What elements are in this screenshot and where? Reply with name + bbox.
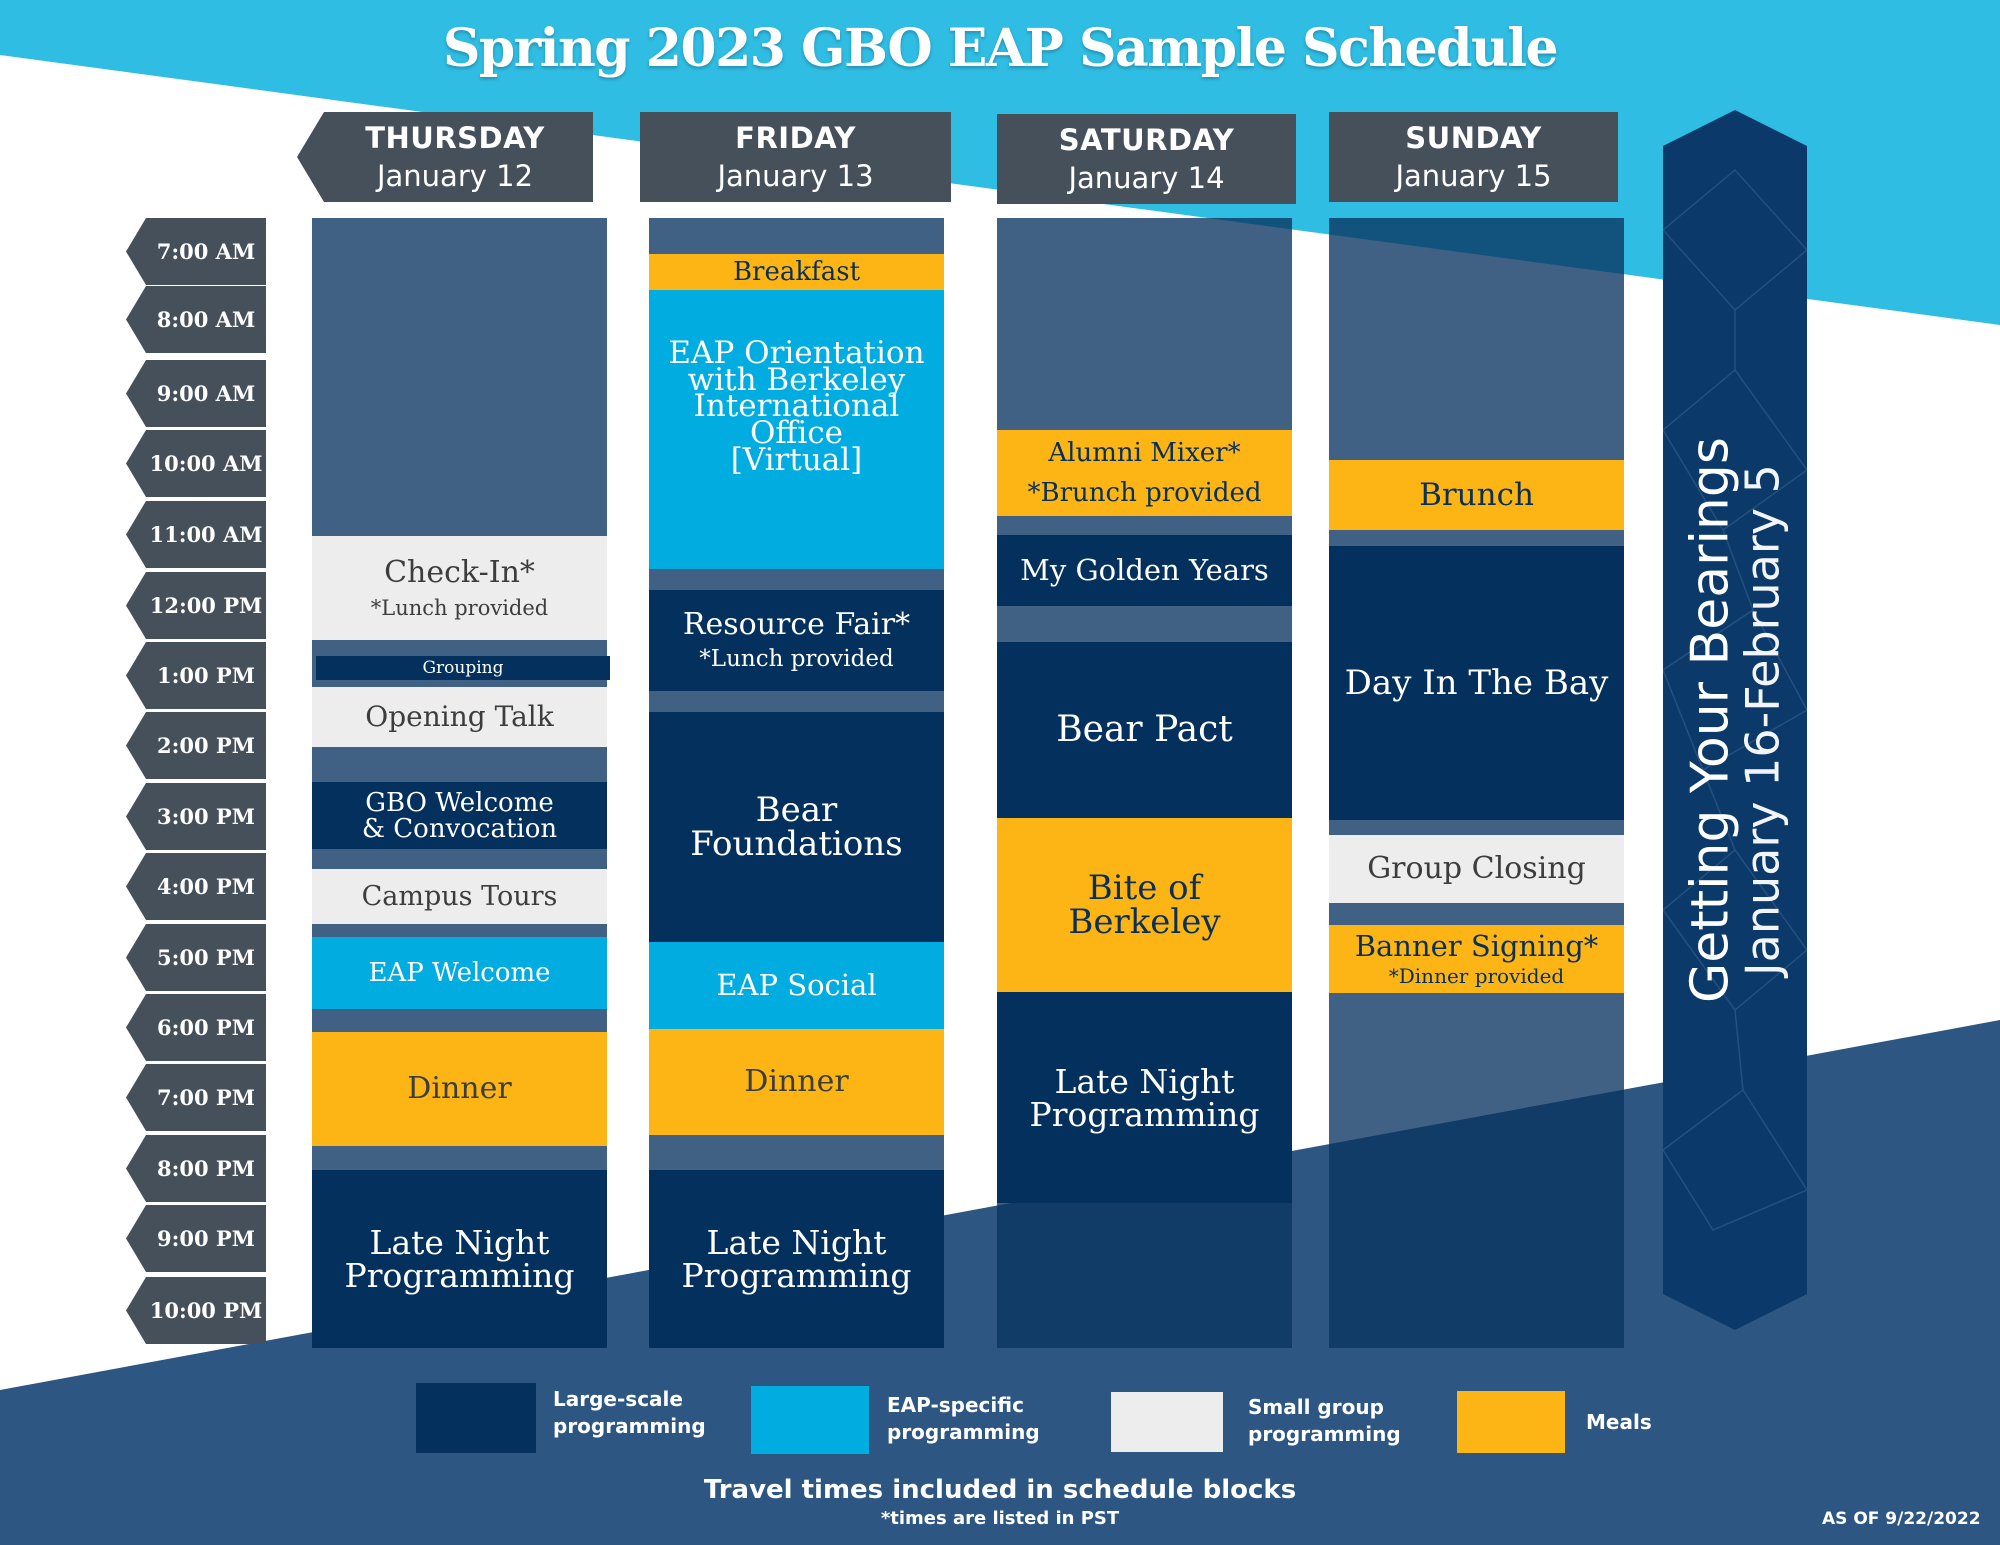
event-title: EAP Welcome — [368, 958, 551, 988]
event-note: *Brunch provided — [1027, 478, 1262, 508]
time-label: 11:00 AM — [126, 501, 266, 568]
event-bite-of-berkeley: Bite of Berkeley — [997, 818, 1292, 992]
day-name: SATURDAY — [1058, 123, 1235, 157]
event-title: Bite of Berkeley — [1068, 868, 1221, 942]
event-title: Day In The Bay — [1344, 663, 1609, 703]
event-bear-foundations: Bear Foundations — [649, 712, 944, 942]
event-brunch: Brunch — [1329, 460, 1624, 530]
event-title: EAP Social — [716, 968, 877, 1002]
day-header-sunday: SUNDAY January 15 — [1329, 112, 1618, 202]
event-title: My Golden Years — [1020, 553, 1269, 587]
event-day-in-the-bay: Day In The Bay — [1329, 546, 1624, 820]
time-label: 9:00 AM — [126, 360, 266, 427]
event-late-night-programming: Late Night Programming — [997, 992, 1292, 1203]
event-note: *Lunch provided — [699, 646, 894, 672]
event-dinner: Dinner — [312, 1032, 607, 1146]
event-title: Campus Tours — [361, 881, 558, 912]
event-title: Banner Signing* — [1354, 929, 1599, 963]
day-name: SUNDAY — [1405, 121, 1542, 155]
day-header-thursday: THURSDAY January 12 — [297, 112, 593, 202]
day-date: January 14 — [1068, 161, 1225, 195]
event-gbo-welcome: GBO Welcome & Convocation — [312, 782, 607, 849]
event-title: GBO Welcome & Convocation — [361, 787, 558, 844]
getting-your-bearings-banner: Getting Your Bearings January 16-Februar… — [1663, 110, 1807, 1330]
event-eap-social: EAP Social — [649, 942, 944, 1029]
event-title: Group Closing — [1367, 851, 1586, 886]
event-note: *Dinner provided — [1388, 964, 1565, 988]
day-date: January 12 — [376, 159, 534, 193]
event-bear-pact: Bear Pact — [997, 642, 1292, 818]
event-eap-orientation: EAP Orientation with Berkeley Internatio… — [649, 290, 944, 569]
day-header-friday: FRIDAY January 13 — [640, 112, 951, 202]
day-date: January 13 — [717, 159, 874, 193]
event-opening-talk: Opening Talk — [312, 687, 607, 747]
legend-swatch-large — [416, 1383, 536, 1453]
event-title: Dinner — [744, 1064, 849, 1099]
pst-note: *times are listed in PST — [880, 1508, 1120, 1529]
event-group-closing: Group Closing — [1329, 835, 1624, 903]
event-title: Check-In* — [384, 554, 535, 590]
legend-swatch-small — [1111, 1392, 1223, 1452]
event-my-golden-years: My Golden Years — [997, 535, 1292, 606]
event-title: Resource Fair* — [682, 607, 911, 642]
event-check-in: Check-In* *Lunch provided — [312, 536, 607, 640]
as-of-date: AS OF 9/22/2022 — [1822, 1509, 1981, 1529]
banner-dates: January 16-February 5 — [1735, 464, 1790, 976]
time-label: 7:00 PM — [126, 1064, 266, 1131]
day-date: January 15 — [1395, 159, 1552, 193]
event-resource-fair: Resource Fair* *Lunch provided — [649, 590, 944, 691]
event-eap-welcome: EAP Welcome — [312, 937, 607, 1009]
event-title: Brunch — [1419, 476, 1534, 513]
day-name: FRIDAY — [735, 121, 856, 155]
legend-label-large: Large-scale programming — [553, 1387, 706, 1438]
legend-label-meals: Meals — [1586, 1410, 1652, 1434]
time-label: 4:00 PM — [126, 853, 266, 920]
time-label: 2:00 PM — [126, 712, 266, 779]
time-label: 8:00 PM — [126, 1135, 266, 1202]
event-breakfast: Breakfast — [649, 254, 944, 290]
event-title: Alumni Mixer* — [1048, 438, 1241, 468]
geometric-pattern — [1663, 110, 1807, 1330]
event-alumni-mixer: Alumni Mixer* *Brunch provided — [997, 430, 1292, 516]
event-title: Bear Pact — [1056, 709, 1233, 750]
event-note: *Lunch provided — [370, 595, 549, 620]
event-late-night-programming: Late Night Programming — [312, 1170, 607, 1348]
day-name: THURSDAY — [365, 121, 545, 155]
event-title: Late Night Programming — [681, 1223, 912, 1295]
event-banner-signing: Banner Signing* *Dinner provided — [1329, 925, 1624, 993]
event-title: Dinner — [407, 1071, 512, 1106]
travel-note: Travel times included in schedule blocks — [703, 1475, 1297, 1505]
time-label: 6:00 PM — [126, 994, 266, 1061]
time-label: 8:00 AM — [126, 286, 266, 353]
event-title: Grouping — [422, 657, 504, 678]
time-label: 12:00 PM — [126, 572, 266, 639]
event-title: Bear Foundations — [690, 790, 903, 864]
event-late-night-programming: Late Night Programming — [649, 1170, 944, 1348]
legend-swatch-meals — [1457, 1391, 1565, 1453]
legend-swatch-eap — [751, 1386, 869, 1454]
event-title: Late Night Programming — [1029, 1061, 1260, 1134]
legend-label-eap: EAP-specific programming — [887, 1393, 1040, 1444]
time-label: 9:00 PM — [126, 1205, 266, 1272]
event-title: Opening Talk — [365, 700, 554, 733]
banner-title: Getting Your Bearings — [1680, 437, 1741, 1003]
day-header-saturday: SATURDAY January 14 — [997, 114, 1296, 204]
time-label: 10:00 PM — [126, 1277, 266, 1344]
event-grouping: Grouping — [316, 656, 610, 680]
time-label: 7:00 AM — [126, 218, 266, 285]
time-label: 10:00 AM — [126, 430, 266, 497]
time-label: 5:00 PM — [126, 924, 266, 991]
event-dinner: Dinner — [649, 1029, 944, 1135]
event-title: Late Night Programming — [344, 1223, 575, 1295]
event-campus-tours: Campus Tours — [312, 869, 607, 924]
time-label: 3:00 PM — [126, 783, 266, 850]
legend-label-small: Small group programming — [1248, 1395, 1401, 1446]
time-label: 1:00 PM — [126, 642, 266, 709]
page-title: Spring 2023 GBO EAP Sample Schedule — [442, 18, 1559, 79]
event-title: EAP Orientation with Berkeley Internatio… — [668, 335, 925, 478]
event-title: Breakfast — [732, 257, 861, 287]
